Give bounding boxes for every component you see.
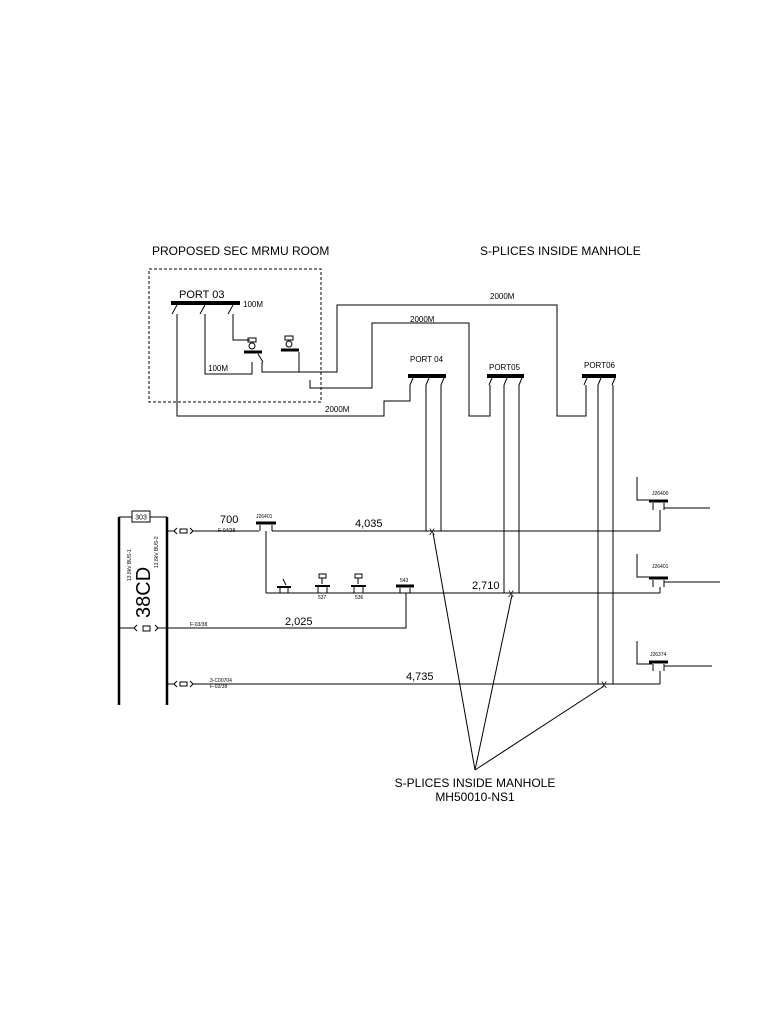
right-joint-1-label: J26400 [652,491,669,497]
right-joint-1 [636,477,710,531]
feeder1-breaker [173,527,194,535]
feeder3-line [119,593,407,629]
feeder4-length: 4,735 [406,671,434,683]
feeder3-breaker [133,624,159,632]
port04-drops [425,385,442,531]
splices-title-top: S-PLICES INSIDE MANHOLE [480,244,641,258]
substation-name: 38CD [133,567,155,618]
feeder1-length: 700 [220,514,238,526]
port06-label: PORT06 [584,361,616,370]
substation-tag-box [131,510,151,523]
feeder2-switch-537-label: 537 [318,595,327,601]
feeder2-switch-537 [315,573,330,593]
port05-label: PORT05 [489,363,521,372]
feeder-100m-a [232,314,250,341]
feeder-100m-b [204,314,253,375]
splice-marker-f1: X [429,527,435,537]
port05-drops [503,385,520,593]
feeder2-run-length: 2,710 [472,580,500,592]
feeder4-breaker [173,680,194,688]
port04-contacts [409,377,445,386]
cable-length-2000m-c: 2000M [325,405,350,414]
port06-contacts [583,377,616,386]
feeder1-joint [256,521,276,531]
feeder4-id: F-02/38 [210,684,227,690]
right-joint-3-label: J26374 [650,652,667,658]
room-switch-1 [244,337,264,363]
cable-length-2000m-a: 2000M [490,292,515,301]
right-joint-3 [636,641,712,684]
right-joint-2 [636,554,720,593]
splice-marker-f4: X [601,680,607,690]
port03-switch-contacts [171,304,234,315]
feeder3-length: 2,025 [285,616,313,628]
feeder2-switch-543 [396,584,414,593]
right-joint-2-label: J26401 [652,564,669,570]
feeder1-id: F-04/38 [218,528,235,534]
feeder2-switch-536-label: 536 [355,595,364,601]
feeder2-switch-1 [277,578,291,593]
feeder2-switch-536 [351,573,366,593]
substation-tag: 303 [135,515,147,522]
splices-title-bottom: S-PLICES INSIDE MANHOLE [395,776,556,790]
feeder1-joint-label: J26401 [256,514,273,520]
port05-contacts [488,377,523,386]
cable-to-port05 [309,322,491,417]
room-title: PROPOSED SEC MRMU ROOM [152,244,329,258]
mrmu-room-boundary [148,268,322,403]
room-switch-2 [281,335,299,352]
cable-to-port04 [176,314,411,417]
splice-marker-f2: X [508,589,514,599]
room-link [261,352,300,373]
feeder4-code: 3-C00704 [210,678,232,684]
cable-to-port06 [299,304,587,417]
feeder1-run-length: 4,035 [355,518,383,530]
cable-length-100m-b: 100M [208,364,228,373]
port03-label: PORT 03 [179,289,224,301]
manhole-id: MH50010-NS1 [435,790,515,804]
bus-1-label: 13.8kV BUS-1 [127,549,133,581]
port06-drops [597,385,614,684]
splice-leader-lines [432,532,605,771]
feeder2-switch-543-label: 543 [400,578,409,584]
feeder3-id: F-03/38 [190,622,207,628]
bus-2-label: 13.8kV BUS-2 [154,536,160,568]
cable-length-2000m-b: 2000M [410,315,435,324]
port04-label: PORT 04 [410,355,444,364]
cable-length-100m-a: 100M [243,300,263,309]
